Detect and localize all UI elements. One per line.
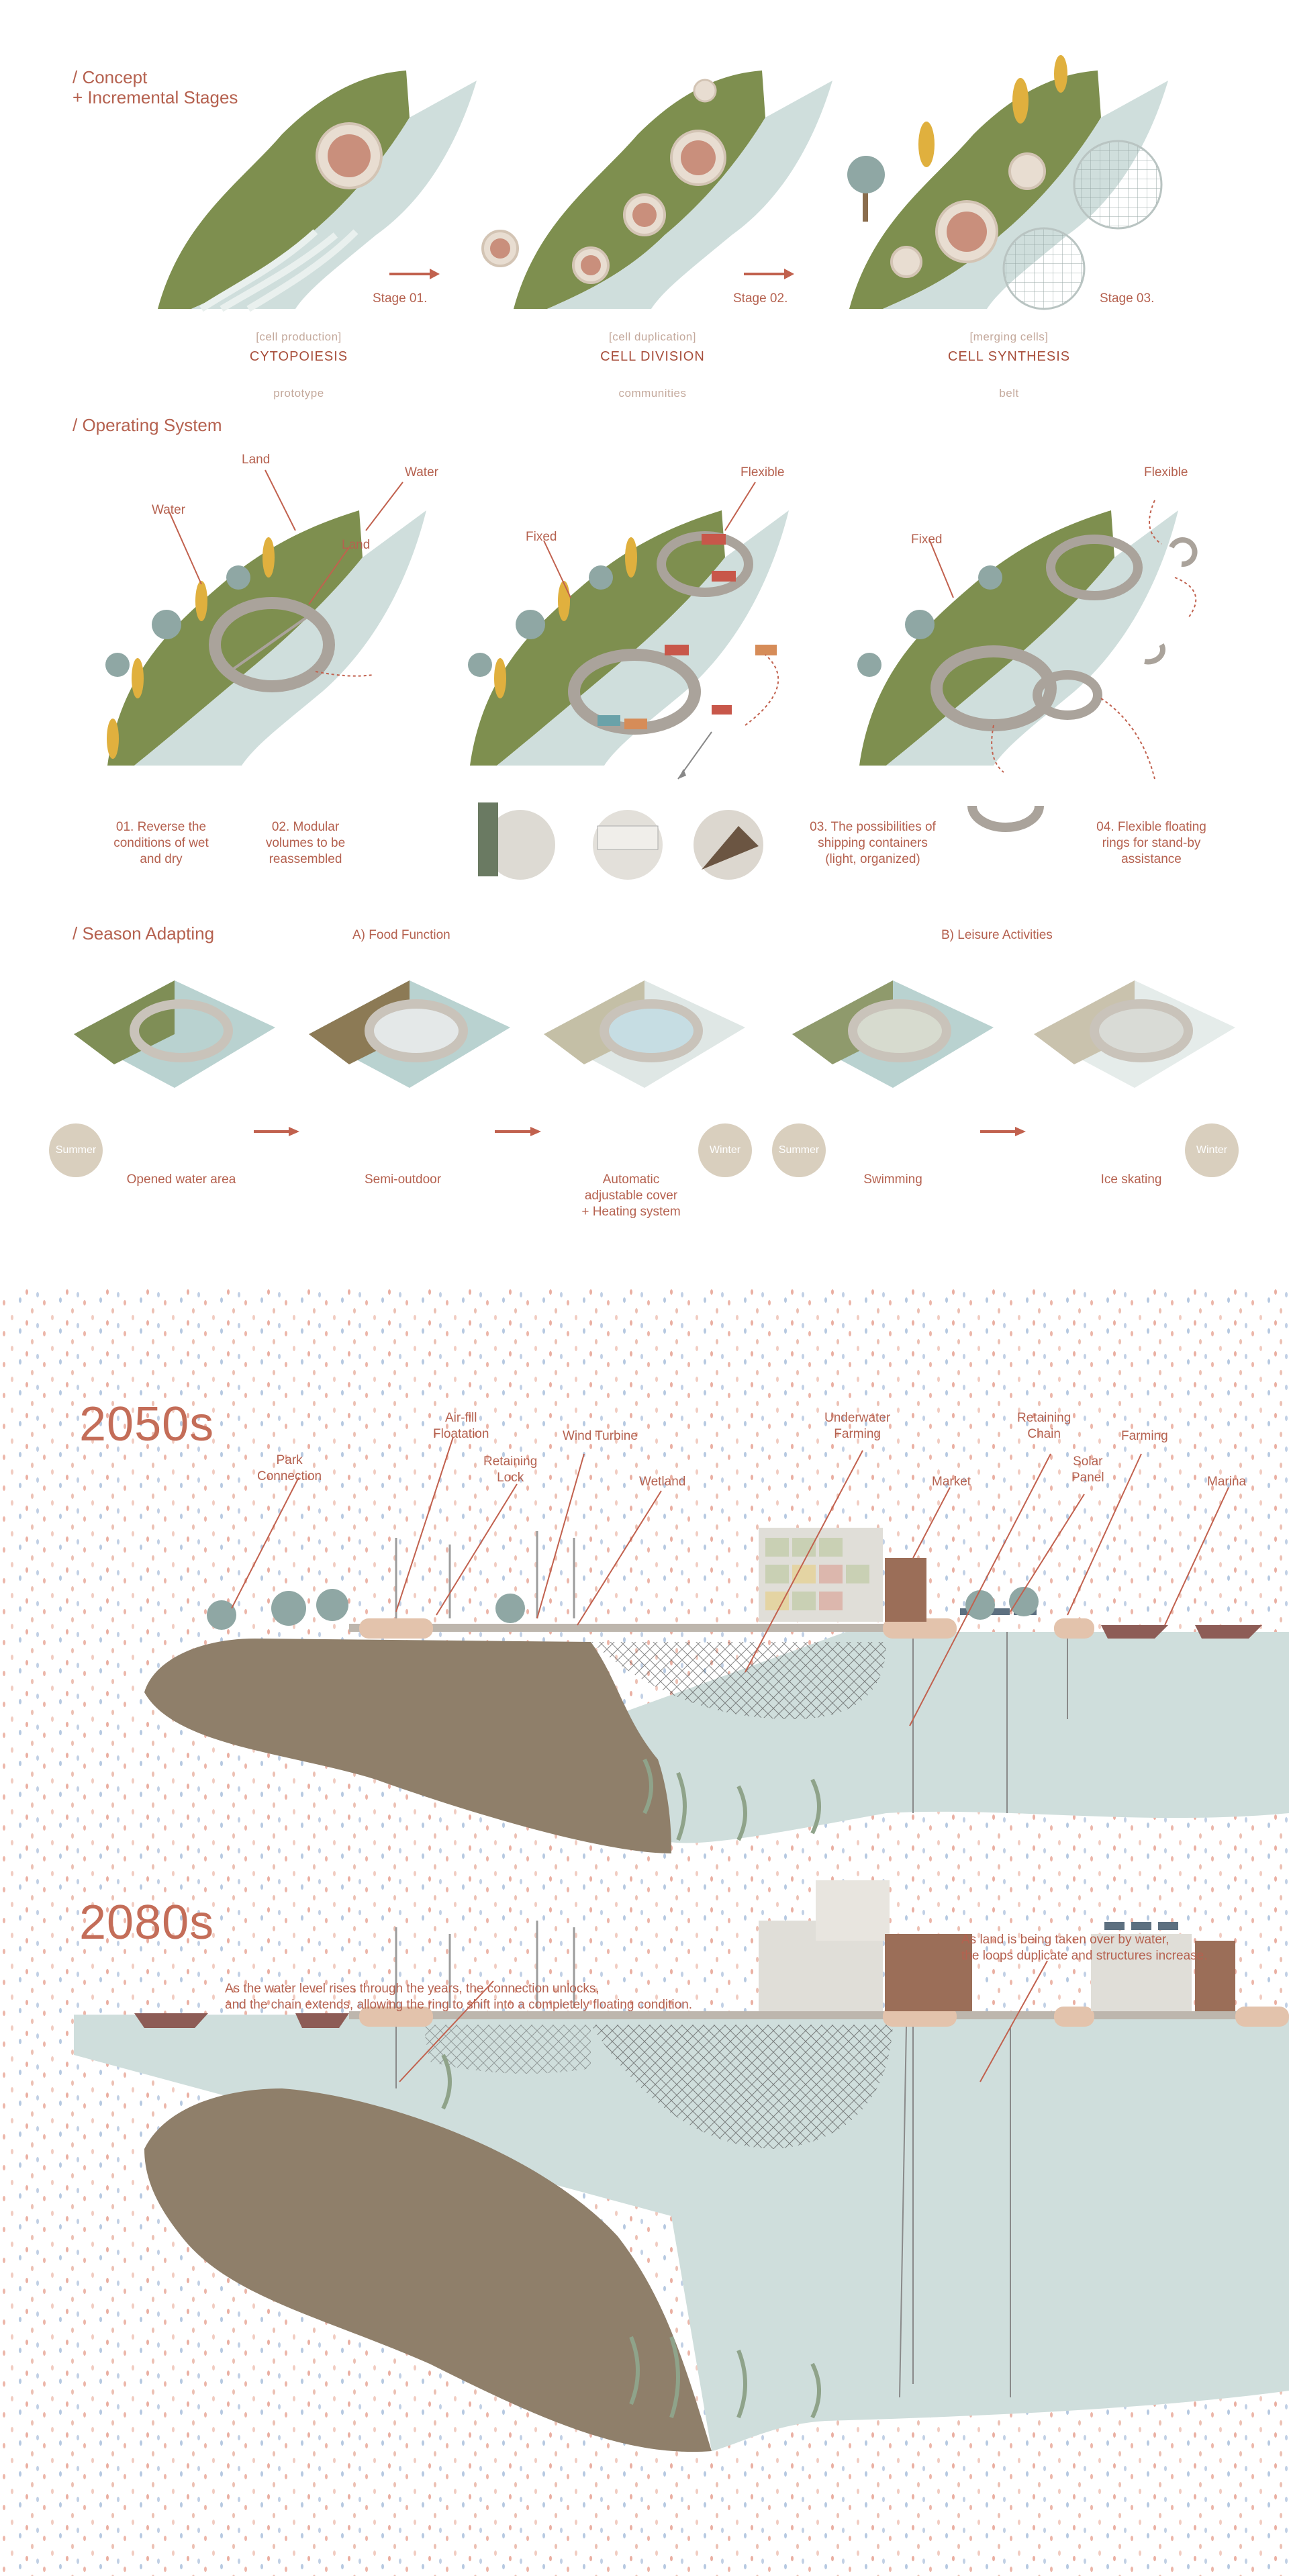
leisure-activities-label: B) Leisure Activities: [941, 928, 1053, 942]
stage-1-bracket: [cell production]: [256, 330, 342, 343]
chain-line1: Retaining: [1017, 1411, 1071, 1425]
caption-3: 03. The possibilities of shipping contai…: [785, 819, 960, 868]
park-line2: Connection: [257, 1469, 322, 1483]
uw-line2: Farming: [834, 1427, 881, 1441]
caption-1-line3: and dry: [140, 852, 183, 866]
stage-3-name: CELL SYNTHESIS: [947, 349, 1071, 364]
stage-2-label: Stage 02.: [733, 291, 788, 306]
diag1-land2-label: Land: [342, 538, 371, 552]
opened-water-area-label: Opened water area: [126, 1172, 236, 1187]
stage-2-bracket: [cell duplication]: [609, 330, 696, 343]
stage-3-bracket: [merging cells]: [969, 330, 1049, 343]
air-line2: Floatation: [433, 1427, 489, 1441]
label-underwater-farming: Underwater Farming: [824, 1410, 890, 1442]
automatic-line3: + Heating system: [581, 1205, 681, 1219]
note-water-level: As the water level rises through the yea…: [225, 1981, 692, 2013]
automatic-line2: adjustable cover: [584, 1189, 678, 1203]
caption-4: 04. Flexible floating rings for stand-by…: [1067, 819, 1235, 868]
note1-line1: As the water level rises through the yea…: [225, 1982, 600, 1996]
note1-line2: and the chain extends, allowing the ring…: [225, 1998, 693, 2012]
diag3-flexible-label: Flexible: [1144, 465, 1188, 479]
solar-line2: Panel: [1071, 1471, 1104, 1485]
diag2-fixed-label: Fixed: [526, 530, 557, 544]
food-function-label: A) Food Function: [352, 928, 450, 942]
section-2080-drawing: [74, 1880, 1289, 2452]
caption-3-line2: shipping containers: [818, 836, 928, 850]
caption-2-line3: reassembled: [269, 852, 342, 866]
label-market: Market: [932, 1475, 971, 1489]
diag1-water2-label: Water: [405, 465, 438, 479]
title-2050s: 2050s: [79, 1397, 215, 1451]
stage-2-name: CELL DIVISION: [600, 349, 705, 364]
operating-container-vignettes: [478, 802, 763, 880]
caption-2-line2: volumes to be: [265, 836, 346, 850]
stage-2-sub: communities: [618, 387, 687, 400]
label-park-connection: Park Connection: [257, 1453, 322, 1485]
ret-line2: Lock: [497, 1471, 524, 1485]
section-2050-drawing: [144, 1436, 1289, 1853]
stage-3-sub: belt: [999, 387, 1019, 400]
caption-4-line1: 04. Flexible floating: [1096, 820, 1206, 834]
label-marina: Marina: [1207, 1475, 1247, 1489]
park-line1: Park: [276, 1453, 303, 1467]
concept-stage-2-illustration: [481, 71, 832, 309]
automatic-line1: Automatic: [602, 1172, 660, 1187]
label-farming: Farming: [1121, 1429, 1168, 1443]
label-wind-turbine: Wind Turbine: [563, 1429, 638, 1443]
caption-1-line1: 01. Reverse the: [115, 820, 207, 834]
diag1-water-label: Water: [152, 503, 185, 517]
label-wetland: Wetland: [639, 1475, 686, 1489]
diag1-land-label: Land: [242, 453, 271, 467]
note2-line1: As land is being taken over by water,: [961, 1933, 1169, 1947]
season-heading: / Season Adapting: [73, 923, 215, 944]
stage-1-name: CYTOPOIESIS: [249, 349, 348, 364]
concept-heading-line2: + Incremental Stages: [73, 87, 238, 107]
label-retaining-lock: Retaining Lock: [483, 1454, 537, 1486]
label-air-fill-floatation: Air-fill Floatation: [433, 1410, 489, 1442]
ice-skating-label: Ice skating: [1100, 1172, 1162, 1187]
automatic-cover-label: Automatic adjustable cover + Heating sys…: [564, 1172, 698, 1220]
season-tiles: [74, 980, 1235, 1136]
caption-4-line2: rings for stand-by: [1102, 836, 1201, 850]
solar-line1: Solar: [1073, 1455, 1103, 1469]
caption-2-line1: 02. Modular: [271, 820, 340, 834]
caption-1: 01. Reverse the conditions of wet and dr…: [87, 819, 235, 868]
stage-1-label: Stage 01.: [373, 291, 428, 306]
concept-stage-1-illustration: [158, 71, 477, 312]
operating-diagram-1: [105, 469, 426, 766]
summer-badge-leisure: Summer: [772, 1123, 826, 1177]
diag2-flexible-label: Flexible: [741, 465, 785, 479]
caption-3-line1: 03. The possibilities of: [810, 820, 936, 834]
air-line1: Air-fill: [444, 1411, 477, 1425]
caption-4-line3: assistance: [1121, 852, 1182, 866]
operating-diagram-2: [468, 481, 789, 780]
concept-stage-3-illustration: [847, 55, 1168, 310]
note2-line2: the loops duplicate and structures incre…: [961, 1949, 1208, 1963]
semi-outdoor-label: Semi-outdoor: [364, 1172, 442, 1187]
stage-1-sub: prototype: [273, 387, 324, 400]
winter-badge-leisure: Winter: [1185, 1123, 1239, 1177]
concept-heading: / Concept + Incremental Stages: [73, 67, 238, 107]
title-2080s: 2080s: [79, 1896, 215, 1949]
label-retaining-chain: Retaining Chain: [1017, 1410, 1071, 1442]
ret-line1: Retaining: [483, 1455, 538, 1469]
concept-heading-line1: / Concept: [73, 67, 148, 87]
uw-line1: Underwater: [824, 1411, 891, 1425]
caption-2: 02. Modular volumes to be reassembled: [242, 819, 369, 868]
caption-3-line3: (light, organized): [825, 852, 920, 866]
summer-badge-food: Summer: [49, 1123, 103, 1177]
note-loops-duplicate: As land is being taken over by water, th…: [961, 1932, 1208, 1964]
operating-diagram-3: [857, 500, 1198, 832]
diag3-fixed-label: Fixed: [911, 533, 943, 547]
operating-heading: / Operating System: [73, 415, 222, 435]
label-solar-panel: Solar Panel: [1071, 1454, 1104, 1486]
chain-line2: Chain: [1027, 1427, 1061, 1441]
caption-1-line2: conditions of wet: [113, 836, 209, 850]
swimming-label: Swimming: [863, 1172, 922, 1187]
winter-badge-food: Winter: [698, 1123, 752, 1177]
stage-3-label: Stage 03.: [1100, 291, 1155, 306]
